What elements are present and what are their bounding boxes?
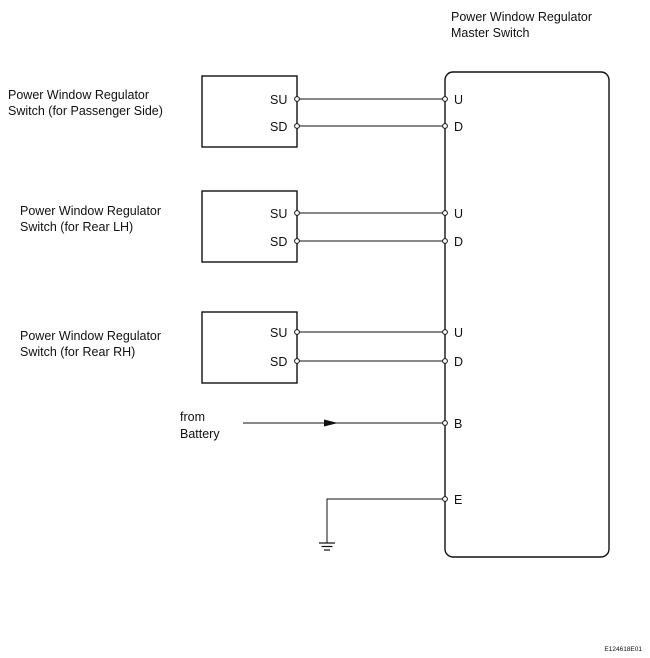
master-terminal-u-2: U [454,207,463,221]
master-terminal-d-1: D [454,120,463,134]
master-switch-box [444,71,610,558]
switch-rear-lh-su-label: SU [270,207,287,221]
switch-rear-rh-title-line1: Power Window Regulator [20,329,161,343]
terminal-dot [442,496,448,502]
switch-passenger-box [201,75,298,148]
master-terminal-b: B [454,417,462,431]
terminal-dot [442,329,448,335]
terminal-dot [442,238,448,244]
switch-passenger-sd-label: SD [270,120,287,134]
switch-rear-rh-title-line2: Switch (for Rear RH) [20,345,135,359]
switch-rear-lh-title-line1: Power Window Regulator [20,204,161,218]
switch-passenger-title-line1: Power Window Regulator [8,88,149,102]
terminal-dot [294,358,300,364]
switch-rear-lh-sd-label: SD [270,235,287,249]
master-switch-title-line1: Power Window Regulator [451,10,592,24]
switch-passenger-title-line2: Switch (for Passenger Side) [8,104,163,118]
terminal-dot [294,210,300,216]
terminal-dot [442,123,448,129]
master-terminal-e: E [454,493,462,507]
master-terminal-u-3: U [454,326,463,340]
master-terminal-d-2: D [454,235,463,249]
master-terminals [442,96,448,502]
terminal-dot [294,329,300,335]
terminal-dot [442,96,448,102]
figure-code: E124618E01 [604,646,642,653]
battery-label-line1: from [180,410,205,424]
switch-passenger-su-label: SU [270,93,287,107]
switch-rear-lh-title-line2: Switch (for Rear LH) [20,220,133,234]
terminal-dot [294,123,300,129]
wire-ground [326,498,445,543]
terminal-dot [294,96,300,102]
switch-rear-rh-su-label: SU [270,326,287,340]
switch-rear-rh-sd-label: SD [270,355,287,369]
terminal-dot [442,420,448,426]
battery-label-line2: Battery [180,427,220,441]
switch-rear-rh-box [201,311,298,384]
terminal-dot [442,358,448,364]
terminal-dot [294,238,300,244]
master-terminal-u-1: U [454,93,463,107]
master-switch-title-line2: Master Switch [451,26,530,40]
master-terminal-d-3: D [454,355,463,369]
switch-rear-lh-box [201,190,298,263]
terminal-dot [442,210,448,216]
arrow-right-icon [324,419,338,427]
ground-icon [319,542,335,551]
